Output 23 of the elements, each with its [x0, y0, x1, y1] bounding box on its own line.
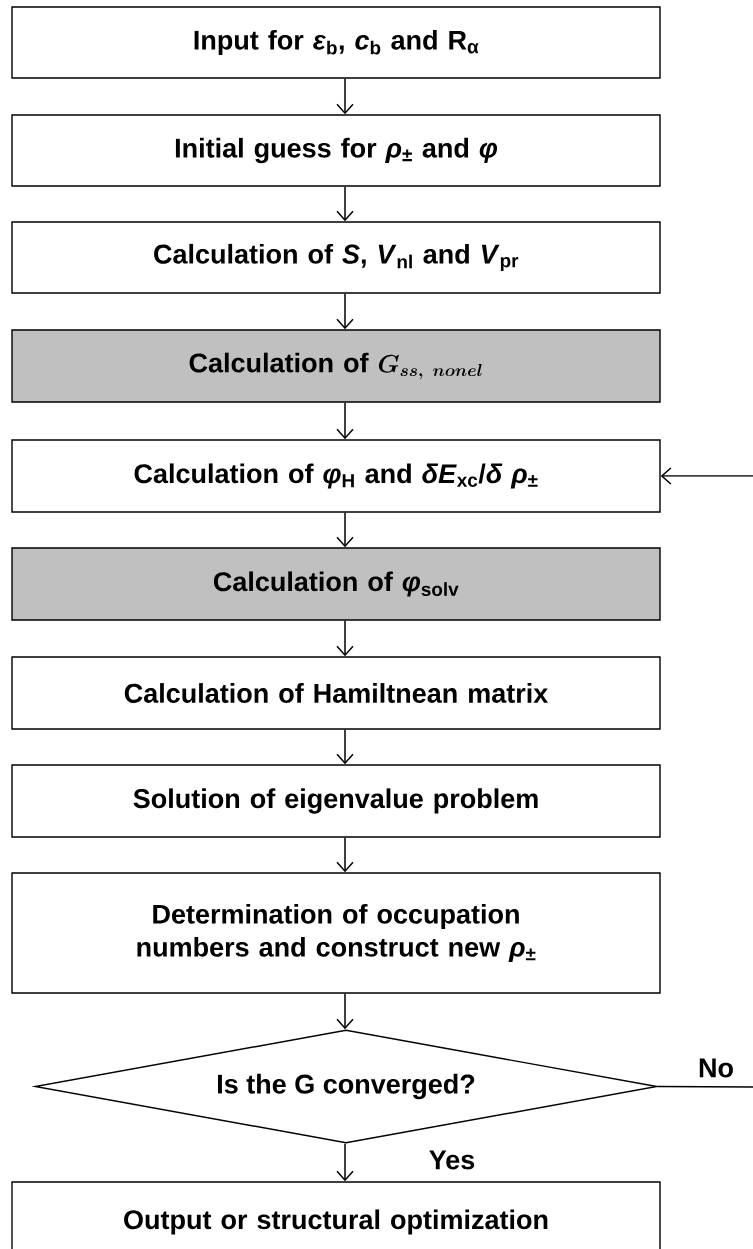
arrow — [336, 77, 354, 115]
arrow — [336, 992, 354, 1030]
arrow — [336, 185, 354, 222]
arrow — [336, 619, 354, 657]
process-box: Calculation of φ$_{H}$ and δE$_{xc}$/δ ρ$_{±}$ — [11, 439, 661, 513]
edge-label: Yes — [429, 1150, 475, 1170]
arrow — [336, 1142, 354, 1182]
process-box: Calculation of S, V$_{nl}$ and V$_{pr}$ — [11, 221, 661, 294]
arrow — [660, 467, 753, 485]
process-box: Input for ε$_{b}$, c$_{b}$ and R$_{α}$ — [11, 6, 661, 79]
edge-label: No — [699, 1058, 733, 1078]
arrow — [336, 292, 354, 330]
arrow — [336, 836, 354, 873]
arrow — [336, 401, 354, 440]
process-box: Output or structural optimization — [11, 1181, 661, 1249]
process-box: Determination of occupation numbers and construct new ρ$_{±}$ — [11, 872, 661, 994]
process-box: Calculation of Hamiltnean matrix — [11, 656, 661, 730]
process-box: Calculation of $G_{ss,~nonel}$ — [11, 329, 661, 403]
process-box: Calculation of φ$_{solv}$ — [11, 547, 661, 621]
process-box: Solution of eigenvalue problem — [11, 764, 661, 838]
arrow — [336, 511, 354, 548]
arrow — [336, 728, 354, 765]
process-box: Initial guess for ρ$_{±}$ and φ — [11, 114, 661, 187]
